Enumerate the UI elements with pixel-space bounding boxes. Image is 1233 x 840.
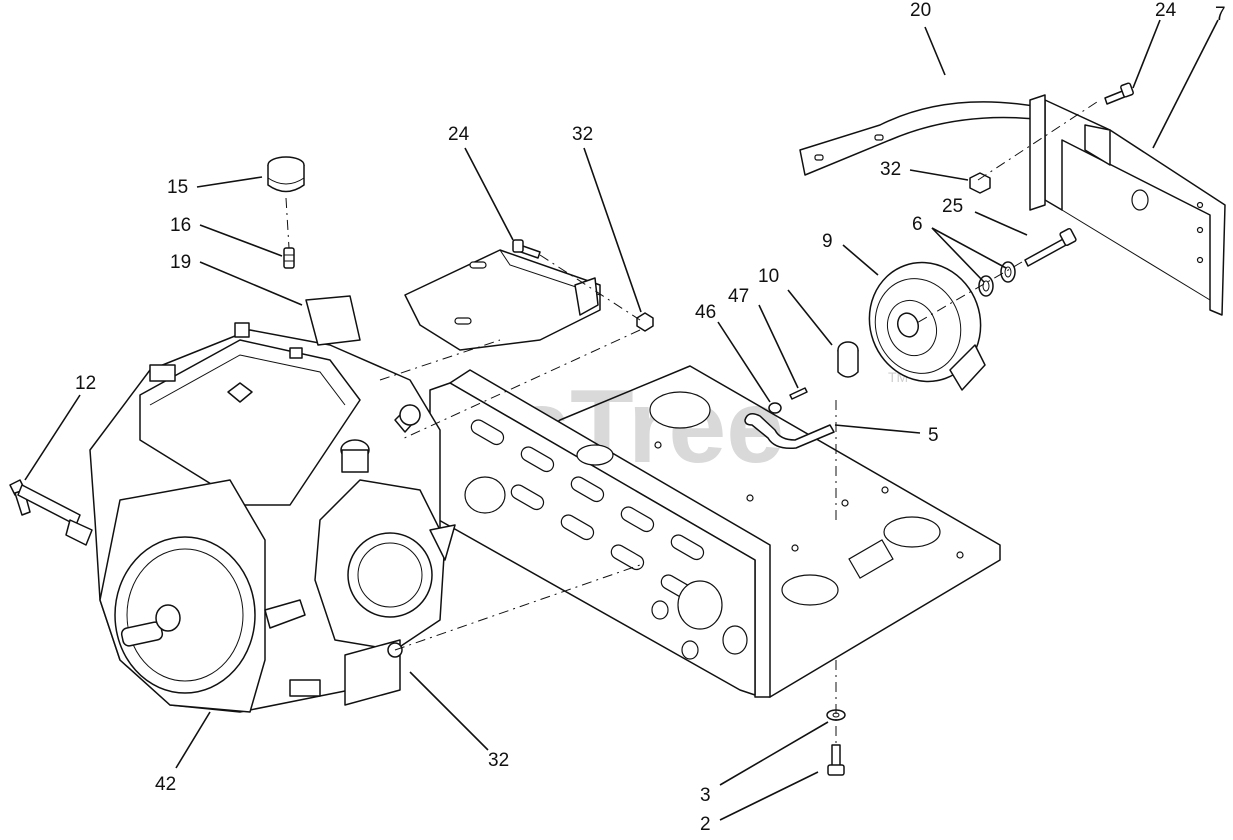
washers (978, 261, 1016, 297)
callout-10: 10 (758, 266, 779, 287)
callout-32-upper: 32 (880, 159, 901, 180)
callout-19: 19 (170, 252, 191, 273)
callout-46: 46 (695, 302, 716, 323)
callout-20: 20 (910, 0, 931, 21)
callout-16: 16 (170, 215, 191, 236)
assembly-lines (285, 99, 1101, 745)
callout-3: 3 (700, 785, 711, 806)
clutch-bolt (1024, 227, 1077, 267)
callout-labels: 20 24 7 24 32 32 15 16 19 25 6 9 10 47 4… (75, 0, 1226, 835)
clamp-screw (768, 387, 808, 414)
pto-clutch (868, 261, 986, 391)
spacer (837, 341, 859, 378)
bracket-arm (799, 101, 1046, 176)
callout-24-bracket: 24 (448, 124, 470, 145)
engine (89, 322, 456, 713)
callout-42: 42 (155, 774, 176, 795)
nut-bracket (636, 312, 654, 332)
leader-lines (24, 19, 1219, 821)
decal (305, 295, 361, 346)
callout-9: 9 (822, 231, 833, 252)
fuel-cap (267, 156, 305, 193)
bolt-upper (1104, 82, 1134, 105)
vent-valve (283, 247, 295, 269)
tube (744, 413, 835, 450)
callout-47: 47 (728, 286, 749, 307)
nut-upper (969, 172, 991, 194)
mount-plate (1029, 94, 1226, 316)
frame-plate (429, 365, 1001, 698)
callout-2: 2 (700, 814, 711, 835)
bottom-bolt (827, 744, 845, 776)
callout-32-bracket: 32 (572, 124, 593, 145)
bolt-bracket (512, 239, 541, 259)
callout-15: 15 (167, 177, 188, 198)
callout-12: 12 (75, 373, 96, 394)
callout-32-lower: 32 (488, 750, 509, 771)
engine-bracket (404, 249, 601, 351)
callout-24-upper: 24 (1155, 0, 1177, 21)
fuel-fitting (9, 479, 93, 546)
callout-25: 25 (942, 196, 963, 217)
callout-7: 7 (1215, 4, 1226, 25)
callout-5: 5 (928, 425, 939, 446)
callout-6: 6 (912, 214, 923, 235)
